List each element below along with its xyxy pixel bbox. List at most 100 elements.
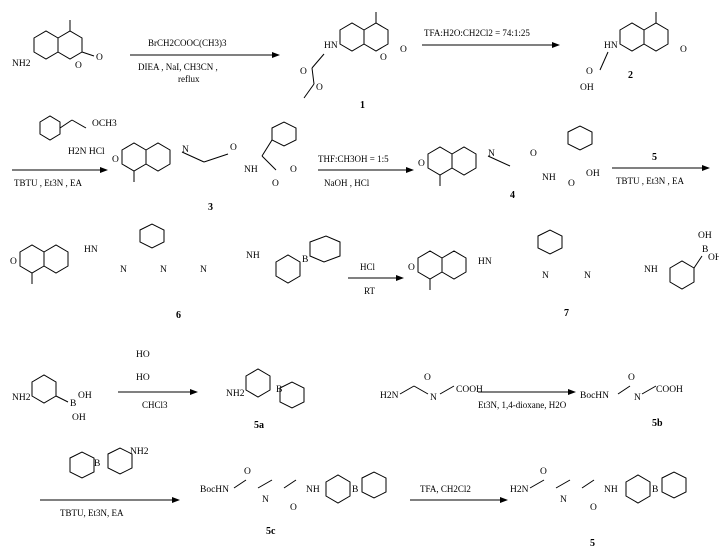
- arrowhead: [172, 497, 180, 503]
- atom-nh: NH: [542, 173, 556, 183]
- atom-oh: OH: [78, 391, 92, 401]
- atom-o: O: [112, 155, 119, 165]
- atom-oh: OH: [708, 253, 719, 263]
- compound-5-structure: H2N O N O NH B: [510, 467, 687, 513]
- atom-o: O: [96, 53, 103, 63]
- aminophenylboronic-acid: NH2 B OH OH: [12, 374, 92, 423]
- arrowhead: [552, 42, 560, 48]
- phe-ome-reagent: OCH3 H2N HCl: [39, 115, 117, 157]
- step5-reagent-top: 5: [652, 152, 657, 163]
- atom-o: O: [680, 45, 687, 55]
- atom-o: O: [590, 503, 597, 513]
- arrowhead: [568, 389, 576, 395]
- atom-o: O: [408, 263, 415, 273]
- step1-reagent-bottom2: reflux: [178, 74, 200, 84]
- atom-oh: OH: [72, 413, 86, 423]
- reagent-ho1: HO: [136, 350, 150, 360]
- atom-nh2: NH2: [12, 59, 31, 69]
- compound-label-5c: 5c: [266, 526, 276, 537]
- atom-o: O: [400, 45, 407, 55]
- compound-5c-structure: BocHN O N O NH B: [200, 467, 387, 513]
- atom-o: O: [290, 503, 297, 513]
- compound-5b-structure: BocHN O N COOH: [580, 373, 683, 403]
- atom-b: B: [352, 485, 358, 495]
- atom-b: B: [302, 255, 308, 265]
- step1-reagent-bottom: DIEA , NaI, CH3CN ,: [138, 62, 218, 72]
- atom-nh2: NH2: [226, 389, 245, 399]
- dioxaborinane-aniline: B NH2: [69, 447, 149, 479]
- arrowhead: [406, 167, 414, 173]
- compound-label-2: 2: [628, 70, 633, 81]
- atom-o: O: [316, 83, 323, 93]
- step1-reagent-top: BrCH2COOC(CH3)3: [148, 38, 227, 48]
- compound-4-structure: O N O NH O OH: [418, 125, 600, 189]
- atom-o: O: [424, 373, 431, 383]
- atom-nh: NH: [246, 251, 260, 261]
- start-aminocoumarin: NH2 O O: [12, 20, 103, 71]
- atom-h: HN: [478, 257, 492, 267]
- atom-o: O: [380, 53, 387, 63]
- compound-2-structure: HN O OH O: [580, 12, 687, 93]
- atom-hn: HN: [324, 41, 338, 51]
- step6-reagent-top: HCl: [360, 262, 376, 272]
- atom-h2n: H2N: [380, 391, 399, 401]
- compound-3-structure: O N O NH O O: [112, 121, 297, 189]
- atom-o: O: [244, 467, 251, 477]
- compound-label-5a: 5a: [254, 420, 264, 431]
- reagent-h2n-hcl: H2N HCl: [68, 147, 105, 157]
- atom-o: O: [540, 467, 547, 477]
- compound-5a-structure: NH2 B: [226, 368, 305, 409]
- compound-label-5b: 5b: [652, 418, 663, 429]
- atom-b: B: [702, 245, 708, 255]
- glycylglycine: H2N O N COOH: [380, 373, 483, 403]
- atom-o: O: [290, 165, 297, 175]
- atom-o: O: [300, 67, 307, 77]
- step8-reagent-bottom: Et3N, 1,4-dioxane, H2O: [478, 400, 567, 410]
- step7-reagent-bottom: CHCl3: [142, 400, 168, 410]
- step2-reagent: TFA:H2O:CH2Cl2 = 74:1:25: [424, 28, 530, 38]
- atom-oh: OH: [698, 231, 712, 241]
- compound-1-structure: HN O O O O: [300, 12, 407, 99]
- atom-b: B: [94, 459, 100, 469]
- step4-reagent-bottom: NaOH , HCl: [324, 178, 370, 188]
- arrowhead: [272, 52, 280, 58]
- atom-o: O: [230, 143, 237, 153]
- reagent-och3: OCH3: [92, 119, 117, 129]
- atom-nh2: NH2: [12, 393, 31, 403]
- atom-nh: NH: [604, 485, 618, 495]
- arrowhead: [100, 167, 108, 173]
- atom-o: O: [628, 373, 635, 383]
- step4-reagent-top: THF:CH3OH = 1:5: [318, 154, 389, 164]
- atom-hn: HN: [604, 41, 618, 51]
- compound-label-3: 3: [208, 202, 213, 213]
- compound-6-structure: O HN N N N NH B: [10, 223, 341, 284]
- atom-o: O: [10, 257, 17, 267]
- atom-o: O: [586, 67, 593, 77]
- atom-nh: NH: [244, 165, 258, 175]
- step3-reagent: TBTU , Et3N , EA: [14, 178, 82, 188]
- atom-cooh: COOH: [456, 385, 483, 395]
- atom-n: N: [560, 495, 567, 505]
- compound-label-7: 7: [564, 308, 569, 319]
- step9-reagent-bottom: TBTU, Et3N, EA: [60, 508, 124, 518]
- atom-n: N: [488, 149, 495, 159]
- atom-n: N: [182, 145, 189, 155]
- arrowhead: [702, 165, 710, 171]
- atom-n: N: [584, 271, 591, 281]
- atom-nh: NH: [306, 485, 320, 495]
- compound-label-5: 5: [590, 538, 595, 549]
- atom-bochn: BocHN: [200, 485, 229, 495]
- step10-reagent-top: TFA, CH2Cl2: [420, 484, 471, 494]
- atom-cooh: COOH: [656, 385, 683, 395]
- atom-n: N: [200, 265, 207, 275]
- step5-reagent-bottom: TBTU , Et3N , EA: [616, 176, 684, 186]
- reagent-ho2: HO: [136, 373, 150, 383]
- atom-b: B: [652, 485, 658, 495]
- atom-oh: OH: [586, 169, 600, 179]
- atom-o: O: [418, 159, 425, 169]
- atom-b: B: [70, 399, 76, 409]
- atom-oh: OH: [580, 83, 594, 93]
- atom-b: B: [276, 385, 282, 395]
- atom-n: N: [634, 393, 641, 403]
